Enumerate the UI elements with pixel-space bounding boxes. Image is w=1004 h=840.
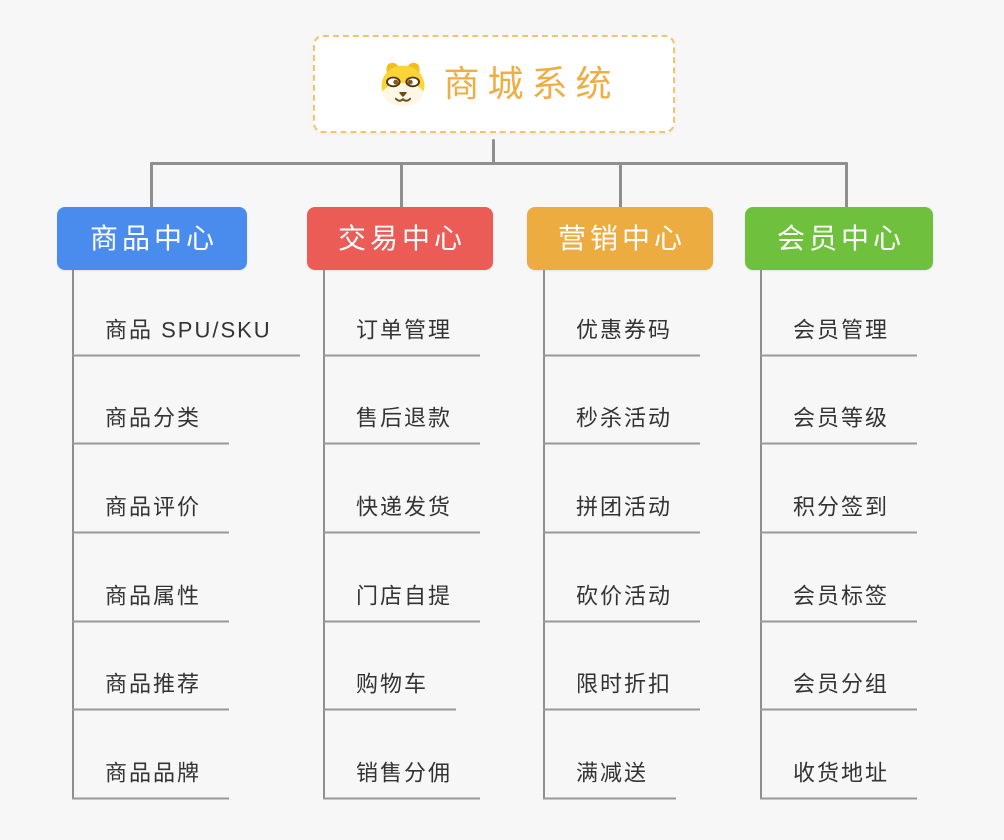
subtopic-node[interactable]: 快递发货 — [323, 494, 481, 533]
subtopic-node[interactable]: 满减送 — [543, 760, 677, 799]
subtopic-node[interactable]: 商品评价 — [72, 494, 230, 533]
subtopic-node[interactable]: 积分签到 — [760, 494, 918, 533]
branch-header-member-center[interactable]: 会员中心 — [745, 207, 933, 270]
subtopic-node[interactable]: 会员等级 — [760, 405, 918, 444]
branch-tree-line — [543, 270, 545, 799]
subtopic-node[interactable]: 门店自提 — [323, 583, 481, 622]
connector-bus-line — [150, 162, 848, 165]
connector-drop-line — [150, 162, 153, 208]
connector-root-stem — [492, 139, 495, 165]
subtopic-node[interactable]: 购物车 — [323, 671, 457, 710]
subtopic-node[interactable]: 会员标签 — [760, 583, 918, 622]
dog-face-icon — [381, 62, 425, 106]
subtopic-node[interactable]: 商品 SPU/SKU — [72, 317, 300, 356]
connector-drop-line — [845, 162, 848, 208]
branch-header-product-center[interactable]: 商品中心 — [57, 207, 247, 270]
subtopic-node[interactable]: 会员分组 — [760, 671, 918, 710]
branch-tree-line — [760, 270, 762, 799]
subtopic-node[interactable]: 商品推荐 — [72, 671, 230, 710]
subtopic-node[interactable]: 商品分类 — [72, 405, 230, 444]
subtopic-node[interactable]: 收货地址 — [760, 760, 918, 799]
subtopic-node[interactable]: 砍价活动 — [543, 583, 701, 622]
subtopic-node[interactable]: 商品属性 — [72, 583, 230, 622]
subtopic-node[interactable]: 优惠券码 — [543, 317, 701, 356]
subtopic-node[interactable]: 商品品牌 — [72, 760, 230, 799]
subtopic-node[interactable]: 限时折扣 — [543, 671, 701, 710]
branch-tree-line — [72, 270, 74, 799]
connector-drop-line — [619, 162, 622, 208]
branch-header-marketing-center[interactable]: 营销中心 — [527, 207, 713, 270]
branch-tree-line — [323, 270, 325, 799]
branch-header-trade-center[interactable]: 交易中心 — [307, 207, 493, 270]
subtopic-node[interactable]: 秒杀活动 — [543, 405, 701, 444]
connector-drop-line — [400, 162, 403, 208]
root-title: 商城系统 — [443, 63, 620, 104]
subtopic-node[interactable]: 订单管理 — [323, 317, 481, 356]
subtopic-node[interactable]: 拼团活动 — [543, 494, 701, 533]
root-node[interactable]: 商城系统 — [313, 35, 675, 133]
subtopic-node[interactable]: 会员管理 — [760, 317, 918, 356]
subtopic-node[interactable]: 销售分佣 — [323, 760, 481, 799]
subtopic-node[interactable]: 售后退款 — [323, 405, 481, 444]
